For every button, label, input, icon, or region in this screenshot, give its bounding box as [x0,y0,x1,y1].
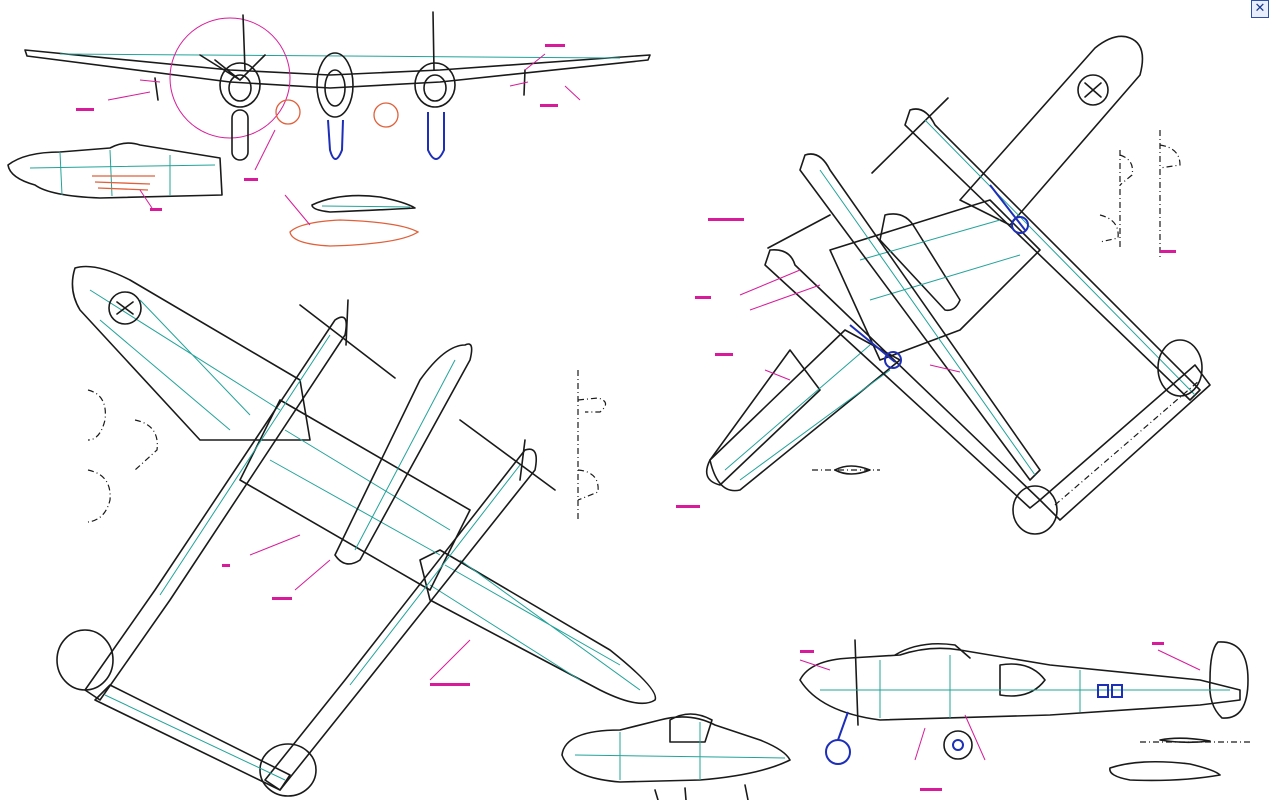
front-view [24,11,651,181]
airfoil-section-view [284,194,420,247]
nacelle-section-view [561,713,791,800]
top-view [56,265,657,797]
close-icon[interactable]: ✕ [1251,0,1269,18]
side-view [799,639,1250,791]
bottom-view [676,35,1211,535]
nose-section-view [7,142,223,211]
